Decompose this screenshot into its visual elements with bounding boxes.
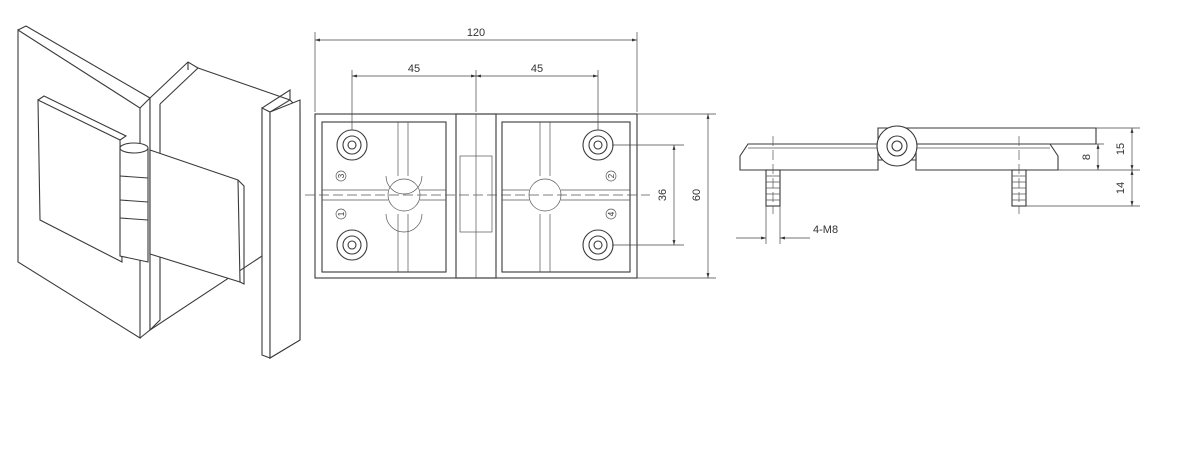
marker-circle-1 [335,208,347,220]
hole-bottom-left [336,229,368,261]
right-leaf [501,121,631,273]
left-clamp-plate [37,99,123,263]
dim-label-120: 120 [467,27,485,39]
marker-circle-4 [605,208,617,220]
right-leaf-cross [502,189,630,201]
dim-label-15: 15 [1115,143,1127,155]
hole-bottom-right [582,229,614,261]
marker-2: 2 [607,173,616,178]
dim-label-8: 8 [1081,154,1093,160]
side-view: 4-M8 15 8 14 [736,125,1140,244]
marker-circle-2 [605,170,617,182]
isometric-hinge-view [17,25,301,359]
dim-label-45-right: 45 [531,63,543,75]
side-knuckle-middle [886,135,908,157]
knuckle-top [119,142,149,154]
right-clamp-edge [237,179,245,285]
marker-3: 3 [337,173,346,178]
dim-label-4m8: 4-M8 [813,224,838,236]
left-leaf-cross [322,189,446,201]
marker-4: 4 [607,211,616,216]
right-plate-back-edge [197,67,291,101]
knuckle-segments [119,175,149,221]
left-leaf [321,121,447,273]
plan-view: 3 1 2 4 120 45 45 36 60 [305,27,716,279]
hole-top-left [336,129,368,161]
left-clamp-top [37,95,128,141]
hinge-knuckle [119,145,149,263]
left-plate-top-edge [17,25,151,109]
right-flange [261,107,271,359]
right-leaf-ribs [539,122,551,272]
left-leaf-ribs [397,122,409,272]
right-plate-top [149,61,199,105]
side-knuckle-pin [891,140,903,152]
dim-label-60: 60 [691,189,703,201]
dim-label-45-left: 45 [408,63,420,75]
side-knuckle-outer [876,125,918,167]
dim-label-36: 36 [657,189,669,201]
left-leaf-boss [385,175,423,233]
dim-label-14: 14 [1115,182,1127,194]
marker-circle-3 [335,170,347,182]
marker-1: 1 [337,211,346,216]
right-flange-side [269,99,301,359]
